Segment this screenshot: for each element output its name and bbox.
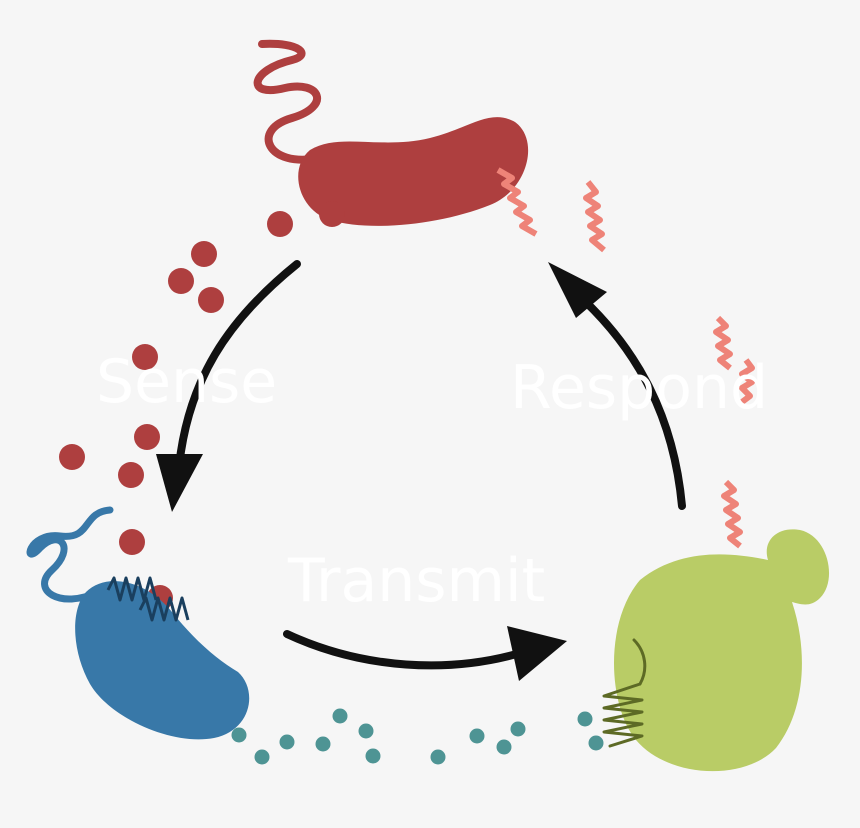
signal-molecule [168, 268, 194, 294]
responder-receptor-icon [602, 638, 647, 748]
transmit-molecule [279, 734, 295, 750]
transmit-molecule [496, 739, 512, 755]
peptide-helix-icon [583, 180, 606, 253]
sense-arrowhead-icon [156, 454, 203, 512]
transmit-molecule [469, 728, 485, 744]
transmit-molecule [332, 708, 348, 724]
transmit-molecule [358, 723, 374, 739]
sense-arrow [174, 260, 301, 482]
receptor-icon [106, 576, 190, 622]
transmit-molecule [315, 736, 331, 752]
receiver-bacterium-icon [26, 506, 250, 740]
transmit-molecules [231, 708, 604, 765]
peptide-helix-icon [713, 315, 733, 371]
peptide-helix-icon [496, 167, 538, 237]
cycle-arrows [174, 260, 686, 670]
sender-bacterium-icon [253, 39, 538, 237]
peptide-helix-icon [739, 358, 755, 405]
receiver-cell-body [75, 581, 250, 740]
signal-molecule [198, 287, 224, 313]
transmit-molecule [588, 735, 604, 751]
transmit-arrow [283, 630, 534, 670]
transmit-molecule [430, 749, 446, 765]
transmit-molecule [365, 748, 381, 764]
receiver-flagellum-icon [26, 506, 114, 603]
sender-bud [319, 201, 345, 227]
transmit-molecule [577, 711, 593, 727]
respond-arrow [571, 288, 686, 510]
signal-molecule [191, 241, 217, 267]
signal-molecules [59, 211, 293, 611]
respond-label: Respond [510, 353, 769, 423]
arrowheads [156, 262, 607, 681]
signal-molecule [132, 344, 158, 370]
peptide-helix-icon [721, 479, 743, 549]
response-peptides [583, 180, 755, 549]
signal-molecule [118, 462, 144, 488]
transmit-label: Transmit [288, 546, 546, 616]
responder-cell-icon [602, 529, 830, 772]
signal-molecule [134, 424, 160, 450]
transmit-molecule [231, 727, 247, 743]
sender-flagellum-icon [253, 39, 322, 164]
sense-label: Sense [96, 347, 278, 417]
signal-molecule [59, 444, 85, 470]
responder-cell-body [614, 529, 830, 772]
respond-arrowhead-icon [548, 262, 607, 318]
sender-cell-body [298, 117, 529, 226]
transmit-arrowhead-icon [507, 626, 567, 681]
signal-molecule [267, 211, 293, 237]
transmit-molecule [510, 721, 526, 737]
signal-molecule [119, 529, 145, 555]
transmit-molecule [254, 749, 270, 765]
